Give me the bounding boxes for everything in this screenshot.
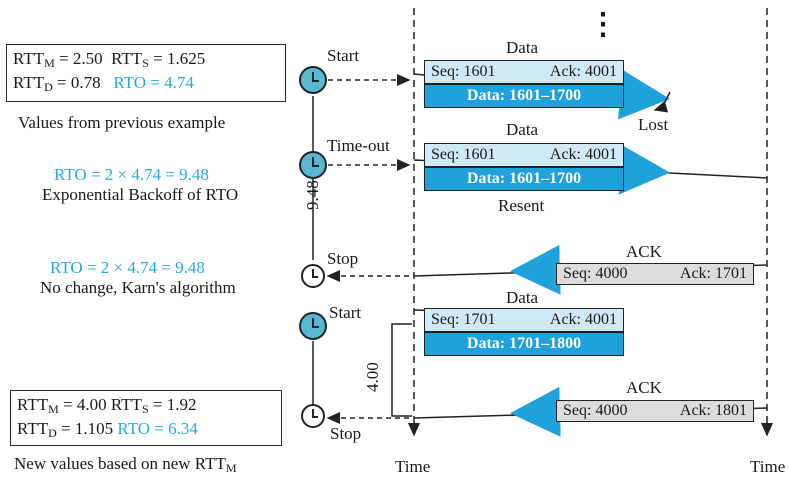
ellipsis-icon: ⋮	[588, 8, 618, 41]
rttm-value: = 2.50	[54, 49, 103, 68]
rttd-value: = 0.78	[52, 73, 101, 92]
values-caption: Values from previous example	[18, 113, 226, 132]
values-box-new: RTTM = 4.00 RTTS = 1.92 RTTD = 1.105 RTO…	[10, 390, 282, 446]
rttd-label: RTT	[13, 73, 45, 92]
ack-1-header: Seq: 4000 Ack: 1701	[556, 263, 754, 285]
receiver-time-label: Time	[750, 457, 786, 476]
ack-seq: Seq: 4000	[563, 265, 628, 282]
backoff-formula: RTO = 2 × 4.74 = 9.48	[54, 165, 209, 184]
rto-value: RTO = 6.34	[117, 419, 198, 438]
rttd-sub: D	[48, 426, 57, 440]
segment-2-payload: Data: 1601–1700	[424, 167, 624, 191]
rtts-value: = 1.92	[148, 395, 197, 414]
ack-seq: Seq: 4000	[563, 402, 628, 419]
segment-3-payload: Data: 1701–1800	[424, 332, 624, 356]
clock-icon	[301, 264, 325, 288]
rtt-measured-label: 4.00	[363, 362, 382, 392]
sender-time-label: Time	[395, 457, 431, 476]
karn-formula: RTO = 2 × 4.74 = 9.48	[50, 258, 205, 277]
lost-mark-icon	[653, 91, 671, 113]
segment-2-header: Seq: 1601 Ack: 4001	[424, 143, 624, 167]
segment-1-type-label: Data	[506, 38, 539, 57]
rtts-label: RTT	[111, 49, 143, 68]
segment-3-header: Seq: 1701 Ack: 4001	[424, 308, 624, 332]
rtts-label: RTT	[110, 395, 142, 414]
rttm-sub: M	[48, 402, 59, 416]
rtts-sub: S	[142, 56, 149, 70]
segment-3-type-label: Data	[506, 288, 539, 307]
backoff-caption: Exponential Backoff of RTO	[42, 185, 239, 204]
segment-seq: Seq: 1601	[431, 146, 496, 163]
rttd-value: = 1.105	[56, 419, 114, 438]
timer-stop-label: Stop	[327, 249, 359, 268]
segment-2-status: Resent	[498, 196, 545, 215]
new-values-caption-sub: M	[225, 461, 237, 475]
clock-icon	[299, 66, 327, 94]
new-values-caption: New values based on new RTTM	[14, 454, 237, 474]
segment-1-arrow	[618, 69, 670, 120]
ack-1-arrow	[510, 244, 561, 295]
rtt-bracket	[391, 323, 412, 417]
timer-timeout-label: Time-out	[327, 136, 390, 155]
ack-2-arrow	[510, 386, 561, 437]
timer-stop-label: Stop	[330, 424, 362, 443]
segment-1-status: Lost	[638, 115, 669, 134]
new-values-caption-text: New values based on new RTT	[14, 454, 226, 473]
segment-2-arrow	[618, 144, 670, 195]
segment-seq: Seq: 1601	[431, 63, 496, 80]
clock-icon	[299, 312, 327, 340]
ack-2-type-label: ACK	[626, 378, 662, 397]
ack-1-type-label: ACK	[626, 242, 662, 261]
rto-value: RTO = 4.74	[113, 73, 194, 92]
rttm-label: RTT	[17, 395, 49, 414]
rttm-sub: M	[44, 56, 55, 70]
rtts-sub: S	[141, 402, 149, 416]
segment-ack: Ack: 4001	[549, 63, 617, 80]
values-box-previous: RTTM = 2.50 RTTS = 1.625 RTTD = 0.78 RTO…	[6, 44, 286, 102]
segment-seq: Seq: 1701	[431, 311, 496, 328]
rttm-value: = 4.00	[58, 395, 107, 414]
clock-icon	[301, 404, 325, 428]
segment-1-header: Seq: 1601 Ack: 4001	[424, 60, 624, 84]
rtts-value: = 1.625	[148, 49, 206, 68]
ack-number: Ack: 1701	[679, 265, 747, 282]
segment-ack: Ack: 4001	[549, 311, 617, 328]
karn-caption: No change, Karn's algorithm	[40, 278, 236, 297]
ack-2-header: Seq: 4000 Ack: 1801	[556, 400, 754, 422]
rttd-sub: D	[44, 80, 53, 94]
clock-icon	[299, 151, 327, 179]
timer-start-label: Start	[327, 46, 360, 65]
rttm-label: RTT	[13, 49, 45, 68]
segment-1-payload: Data: 1601–1700	[424, 84, 624, 108]
timer-start-label: Start	[329, 303, 362, 322]
rttd-label: RTT	[17, 419, 49, 438]
ack-number: Ack: 1801	[679, 402, 747, 419]
timer-interval-label: 9.48	[303, 180, 322, 210]
segment-ack: Ack: 4001	[549, 146, 617, 163]
segment-2-type-label: Data	[506, 120, 539, 139]
